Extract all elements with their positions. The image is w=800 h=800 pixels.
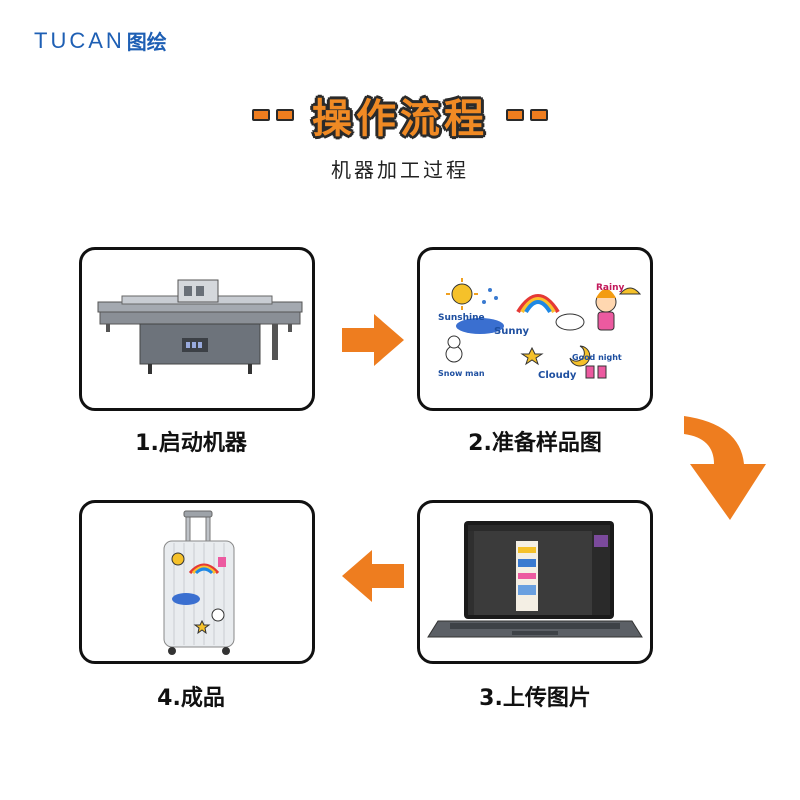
page-subtitle: 机器加工过程 <box>331 158 469 182</box>
step-1-label: 1.启动机器 <box>135 431 247 456</box>
step-2-label: 2.准备样品图 <box>468 431 602 456</box>
art-text-sunshine: Sunshine <box>438 313 485 323</box>
title-dash-left <box>252 109 294 121</box>
step-3-label: 3.上传图片 <box>479 686 591 711</box>
step-4-label: 4.成品 <box>157 686 225 711</box>
step-3-card <box>417 500 653 664</box>
brand-chinese: 图绘 <box>126 30 167 54</box>
art-text-snowman: Snow man <box>438 369 485 378</box>
page-title: 操作流程 <box>312 96 488 142</box>
art-text-cloudy: Cloudy <box>538 370 577 381</box>
arrow-left-icon <box>342 550 404 602</box>
step-4-card <box>79 500 315 664</box>
art-text-rainy: Rainy <box>596 283 624 293</box>
printer-image <box>97 279 303 374</box>
art-text-sunny: Sunny <box>494 326 530 337</box>
title-row: 操作流程 <box>0 86 800 144</box>
arrow-down-curve-icon <box>684 416 766 520</box>
title-dash-right <box>506 109 548 121</box>
arrow-right-icon <box>342 314 404 366</box>
laptop-image <box>427 521 643 638</box>
step-2-card: Sunshine Sunny Rainy Good night Snow man… <box>417 247 653 411</box>
cartoon-artwork-image: Sunshine Sunny Rainy Good night Snow man… <box>438 278 642 381</box>
step-1-card <box>79 247 315 411</box>
art-text-good-night: Good night <box>572 353 622 362</box>
brand-logo: TUCAN 图绘 <box>34 26 167 55</box>
brand-latin: TUCAN <box>34 27 125 53</box>
suitcase-image <box>163 510 235 655</box>
